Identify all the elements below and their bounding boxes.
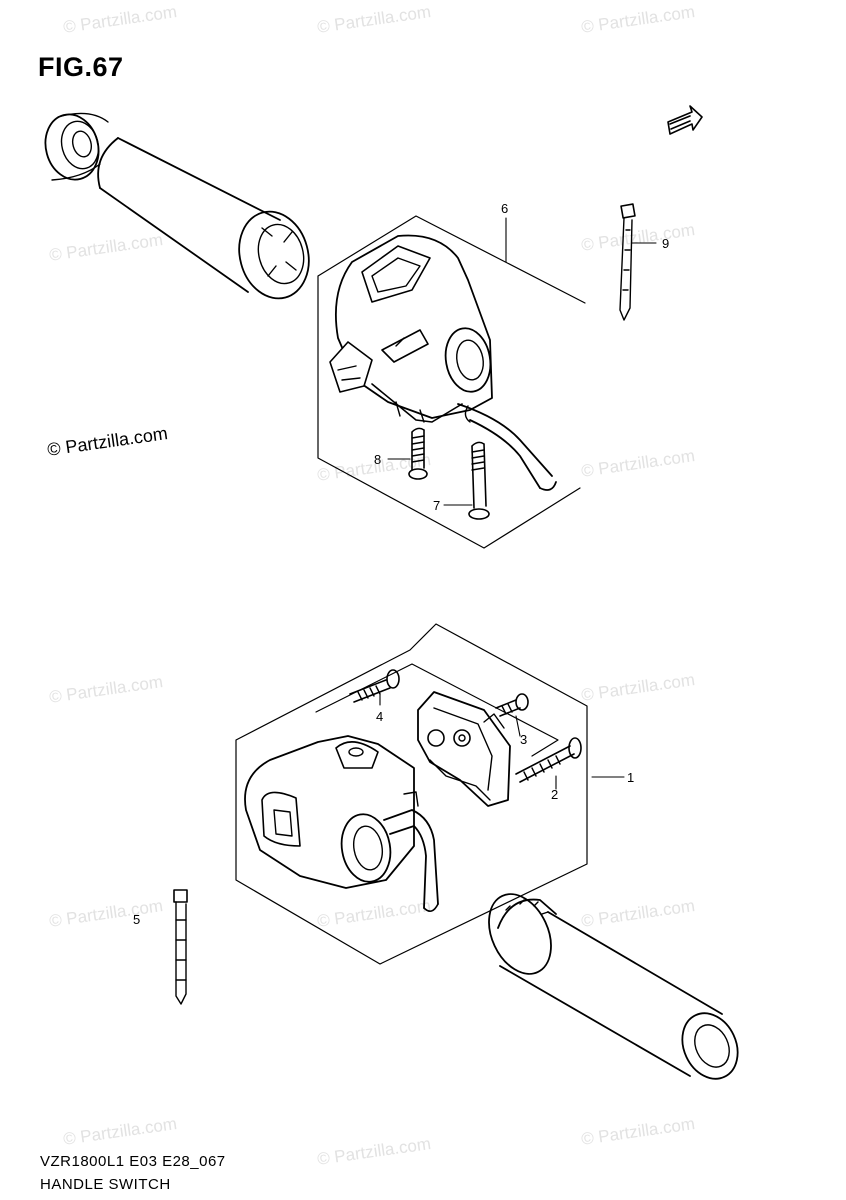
right-handlebar-switch — [329, 234, 557, 491]
callout-5: 5 — [133, 912, 140, 927]
front-arrow-icon — [667, 105, 703, 135]
callout-7: 7 — [433, 498, 440, 513]
screw-2 — [515, 737, 582, 783]
left-handlebar-switch — [244, 735, 439, 912]
callout-9: 9 — [662, 236, 669, 251]
figure-title: FIG.67 — [38, 52, 124, 82]
callout-4: 4 — [376, 709, 383, 724]
upper-switch-box — [317, 215, 586, 549]
left-grip-assembly — [44, 112, 310, 300]
model-code: VZR1800L1 E03 E28_067 — [40, 1153, 226, 1170]
screw-8 — [408, 427, 428, 480]
section-name: HANDLE SWITCH — [40, 1176, 171, 1193]
throttle-grip — [488, 893, 739, 1080]
leader-lines — [379, 217, 657, 790]
callout-labels: 6 9 8 7 4 3 2 1 5 — [133, 201, 669, 927]
screw-4 — [349, 669, 400, 703]
callout-1: 1 — [627, 770, 634, 785]
callout-6: 6 — [501, 201, 508, 216]
cable-tie-5 — [173, 889, 188, 1005]
callout-2: 2 — [551, 787, 558, 802]
callout-3: 3 — [520, 732, 527, 747]
screw-7 — [468, 441, 490, 520]
callout-8: 8 — [374, 452, 381, 467]
switch-mounting-bracket — [417, 691, 511, 807]
cable-tie-9 — [619, 203, 636, 321]
screw-3 — [495, 693, 529, 717]
